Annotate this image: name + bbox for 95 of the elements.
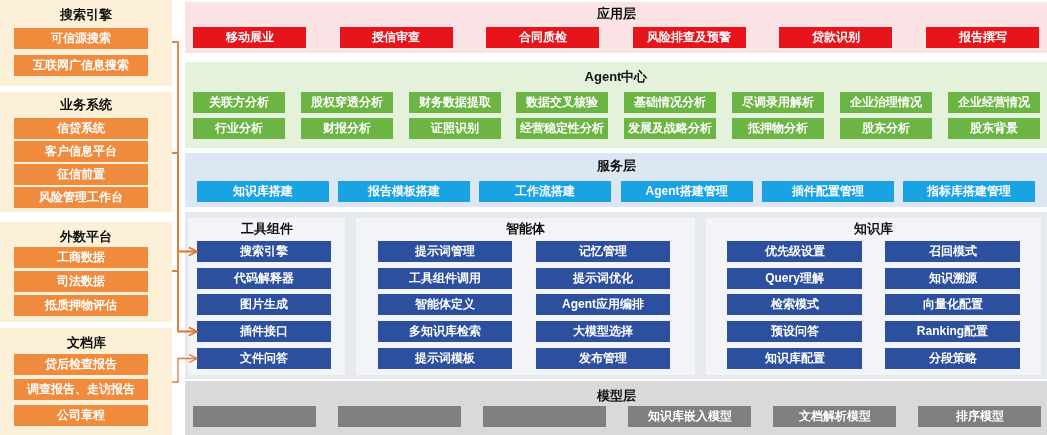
- module-box: 授信审查: [339, 27, 453, 48]
- source-box: 信贷系统: [14, 118, 148, 139]
- module-box: 抵押物分析: [732, 118, 824, 139]
- model-box: [338, 406, 461, 427]
- connector-arrow: [171, 353, 198, 383]
- module-box: 提示词优化: [536, 268, 670, 289]
- source-box: 抵质押物评估: [14, 295, 148, 316]
- module-box: 图片生成: [197, 294, 331, 315]
- connector-arrow: [171, 270, 198, 337]
- module-box: 插件配置管理: [761, 181, 894, 202]
- module-box: 知识库搭建: [197, 181, 329, 202]
- layer-title: 服务层: [596, 157, 636, 175]
- group-title: 文档库: [66, 334, 106, 352]
- source-box: 司法数据: [14, 271, 148, 292]
- group-panel: [0, 92, 172, 212]
- panel-title: 知识库: [854, 220, 893, 238]
- source-box: 工商数据: [14, 247, 148, 268]
- module-panel: [188, 218, 345, 375]
- panel-title: 智能体: [506, 220, 545, 238]
- module-box: 记忆管理: [536, 241, 670, 262]
- module-box: 证照识别: [408, 118, 501, 139]
- source-box: 风险管理工作台: [14, 187, 148, 208]
- module-box: 关联方分析: [193, 92, 285, 113]
- module-box: 发布管理: [536, 348, 670, 369]
- module-box: 智能体定义: [378, 294, 512, 315]
- group-title: 外数平台: [60, 228, 112, 246]
- layer-title: 应用层: [596, 5, 636, 23]
- module-box: 企业治理情况: [839, 92, 932, 113]
- layer-band: [185, 62, 1047, 148]
- module-box: 报告撰写: [926, 27, 1039, 48]
- model-box: 文档解析模型: [773, 406, 896, 427]
- module-box: 尽调录用解析: [732, 92, 824, 113]
- module-box: 股权穿透分析: [300, 92, 393, 113]
- module-box: 分段策略: [885, 348, 1020, 369]
- module-box: 检索模式: [727, 294, 862, 315]
- module-box: 移动展业: [193, 27, 306, 48]
- model-box: 知识库嵌入模型: [628, 406, 751, 427]
- module-box: 股东背景: [947, 118, 1040, 139]
- layer-band: [185, 2, 1047, 53]
- source-box: 征信前置: [14, 164, 148, 185]
- module-box: 提示词模板: [378, 348, 512, 369]
- module-box: 经营稳定性分析: [516, 118, 609, 139]
- module-box: 搜索引擎: [197, 241, 331, 262]
- model-box: [193, 406, 316, 427]
- module-box: 知识库配置: [727, 348, 862, 369]
- module-box: 预设问答: [727, 321, 862, 342]
- group-title: 搜索引擎: [60, 6, 112, 24]
- group-panel: [0, 328, 172, 435]
- module-box: 文件问答: [197, 348, 331, 369]
- module-box: 贷款识别: [779, 27, 893, 48]
- source-box: 可信源搜索: [14, 28, 148, 49]
- module-box: 工作流搭建: [479, 181, 612, 202]
- panel-title: 工具组件: [240, 220, 293, 238]
- module-box: 召回模式: [885, 241, 1020, 262]
- model-box: 排序模型: [918, 406, 1041, 427]
- module-box: 风险排查及预警: [632, 27, 746, 48]
- group-panel: [0, 0, 172, 86]
- module-box: 财务数据提取: [408, 92, 501, 113]
- module-box: 报告模板搭建: [338, 181, 471, 202]
- module-panel: [706, 218, 1041, 375]
- source-box: 贷后检查报告: [14, 354, 148, 375]
- module-box: Agent搭建管理: [620, 181, 753, 202]
- source-box: 客户信息平台: [14, 141, 148, 162]
- module-box: 股东分析: [839, 118, 932, 139]
- module-box: 基础情况分析: [624, 92, 717, 113]
- module-box: 工具组件调用: [378, 268, 512, 289]
- module-box: 行业分析: [193, 118, 285, 139]
- source-box: 公司章程: [14, 405, 148, 426]
- layer-title: Agent中心: [584, 68, 648, 86]
- group-title: 业务系统: [60, 96, 112, 114]
- module-box: 提示词管理: [378, 241, 512, 262]
- module-box: Query理解: [727, 268, 862, 289]
- source-box: 调查报告、走访报告: [14, 379, 148, 400]
- module-box: 指标库搭建管理: [903, 181, 1035, 202]
- group-panel: [0, 222, 172, 322]
- module-box: 向量化配置: [885, 294, 1020, 315]
- module-box: 多知识库检索: [378, 321, 512, 342]
- module-box: Agent应用编排: [536, 294, 670, 315]
- module-box: 代码解释器: [197, 268, 331, 289]
- module-box: 优先级设置: [727, 241, 862, 262]
- module-box: 插件接口: [197, 321, 331, 342]
- module-box: 发展及战略分析: [624, 118, 717, 139]
- source-box: 互联网广信息搜索: [14, 55, 148, 76]
- model-box: [483, 406, 606, 427]
- module-box: Ranking配置: [885, 321, 1020, 342]
- module-box: 企业经营情况: [947, 92, 1040, 113]
- module-box: 知识溯源: [885, 268, 1020, 289]
- layer-band: [185, 153, 1047, 207]
- module-box: 大模型选择: [536, 321, 670, 342]
- layer-title: 模型层: [596, 387, 636, 405]
- layer-band: [185, 381, 1047, 435]
- module-box: 数据交叉核验: [516, 92, 609, 113]
- module-panel: [356, 218, 695, 375]
- module-box: 合同质检: [486, 27, 600, 48]
- module-box: 财报分析: [300, 118, 393, 139]
